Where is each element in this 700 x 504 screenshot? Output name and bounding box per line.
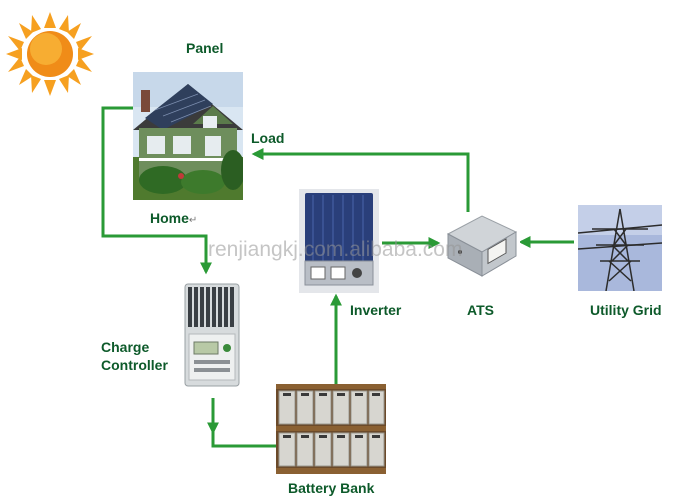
charge-label-line1: Charge <box>101 339 150 355</box>
ats-label: ATS <box>467 302 494 318</box>
ats-photo <box>442 212 520 282</box>
inverter-label: Inverter <box>350 302 402 318</box>
panel-label: Panel <box>186 40 224 56</box>
home-label: Home <box>150 210 189 226</box>
load-label: Load <box>251 130 285 146</box>
battery-bank-photo <box>276 384 386 474</box>
power-tower-photo <box>578 205 662 291</box>
home-label-wrap: Home↵ <box>150 210 197 229</box>
return-mark: ↵ <box>188 215 198 226</box>
utility-grid-label: Utility Grid <box>590 302 662 318</box>
battery-bank-label: Battery Bank <box>288 480 375 496</box>
sun-icon <box>6 12 94 96</box>
inverter-photo <box>299 189 379 293</box>
controller-to-battery-line <box>211 398 278 448</box>
watermark: renjiangkj.com.alibaba.com <box>208 238 463 261</box>
ats-to-load-line <box>251 148 470 212</box>
house-photo <box>133 72 243 200</box>
charge-controller-photo <box>183 282 241 388</box>
panel-to-controller-line <box>101 106 212 275</box>
charge-label-line2: Controller <box>101 357 168 373</box>
